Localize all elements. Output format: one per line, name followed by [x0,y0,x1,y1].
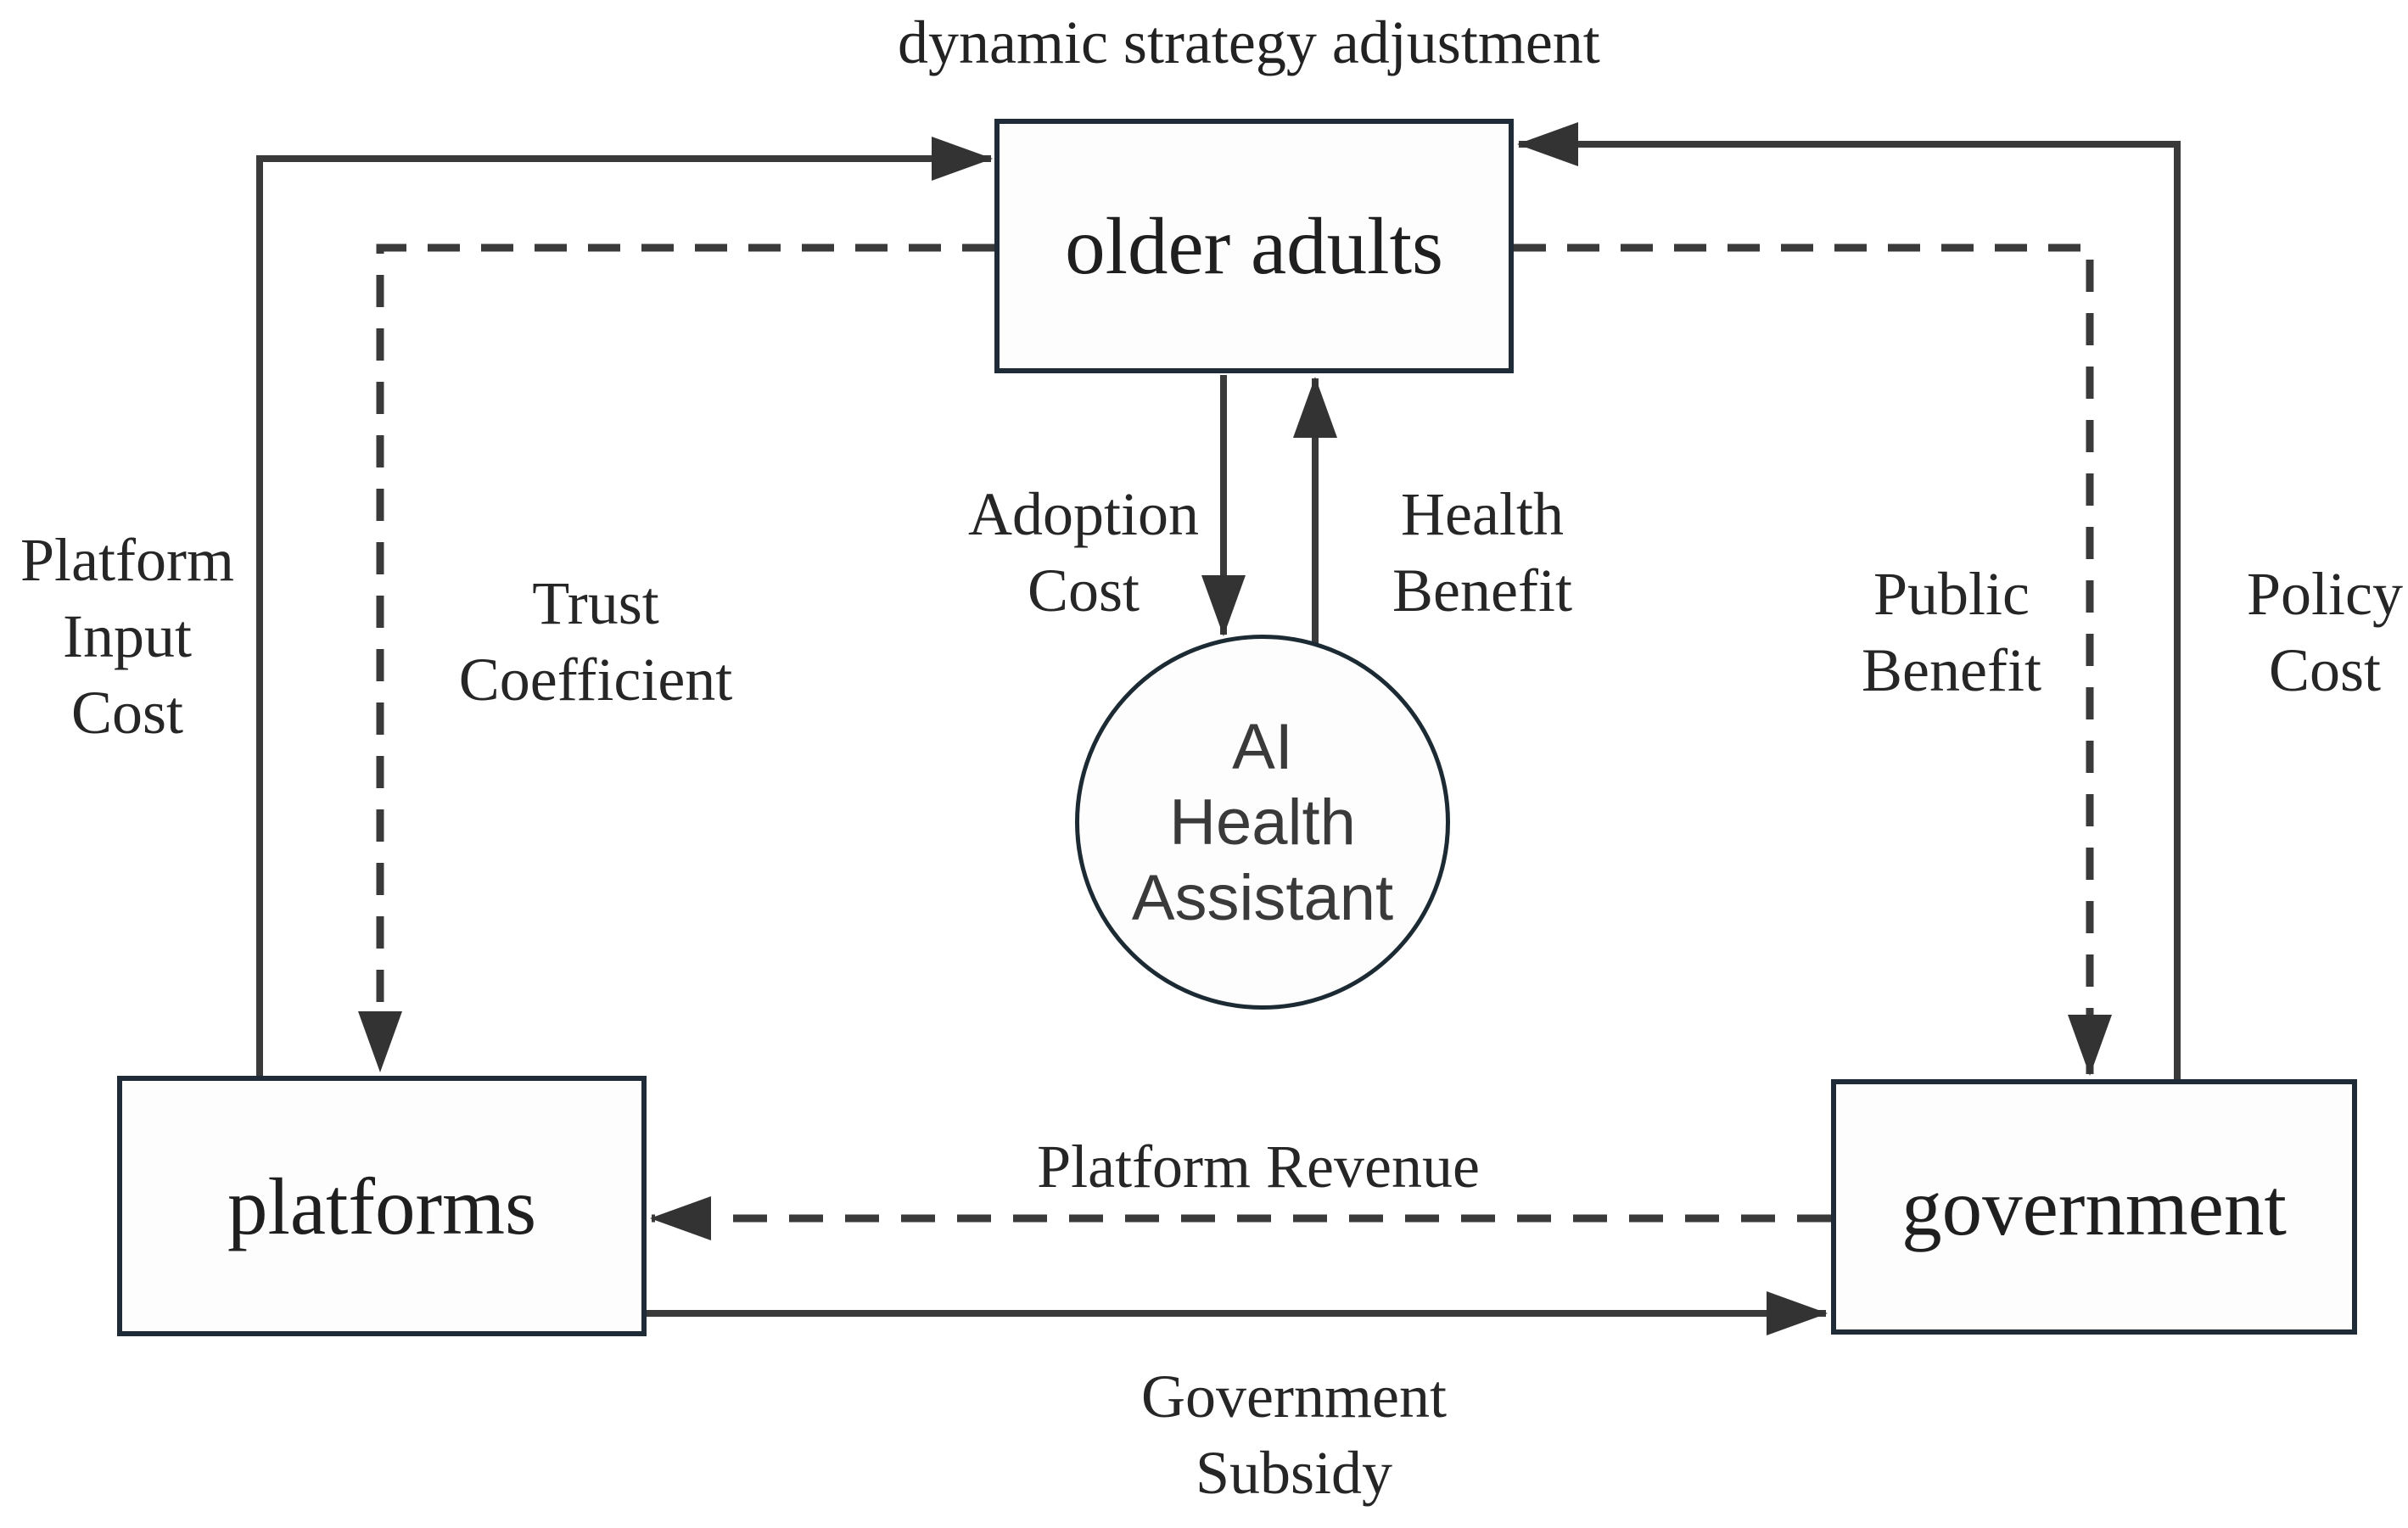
diagram-title: dynamic strategy adjustment [898,8,1600,76]
label-platform-revenue: Platform Revenue [1037,1133,1480,1201]
node-older-adults-label: older adults [1065,201,1443,291]
label-trust-coefficient: Trust Coefficient [458,569,733,714]
label-health-benefit: Health Benefit [1392,480,1572,624]
node-ai-health-assistant: AI Health Assistant [1075,635,1450,1010]
edge-public-benefit [1514,243,2112,1076]
label-policy-cost: Policy Cost [2246,560,2403,704]
label-adoption-cost: Adoption Cost [967,480,1199,624]
node-older-adults: older adults [994,119,1514,373]
node-government: government [1831,1079,2357,1335]
edge-platform-input-cost [256,137,993,1076]
node-platforms-label: platforms [227,1161,537,1251]
node-government-label: government [1901,1161,2287,1252]
edge-policy-cost [1517,122,2181,1079]
label-government-subsidy: Government Subsidy [1141,1363,1447,1507]
label-platform-input-cost: Platform Input Cost [20,526,234,747]
node-ai-label-line: AI [1232,710,1293,783]
node-ai-label-line: Health [1169,786,1356,859]
node-platforms: platforms [117,1076,647,1336]
node-ai-label-line: Assistant [1131,861,1394,934]
edge-trust-coefficient [358,243,994,1072]
label-public-benefit: Public Benefit [1862,560,2041,704]
